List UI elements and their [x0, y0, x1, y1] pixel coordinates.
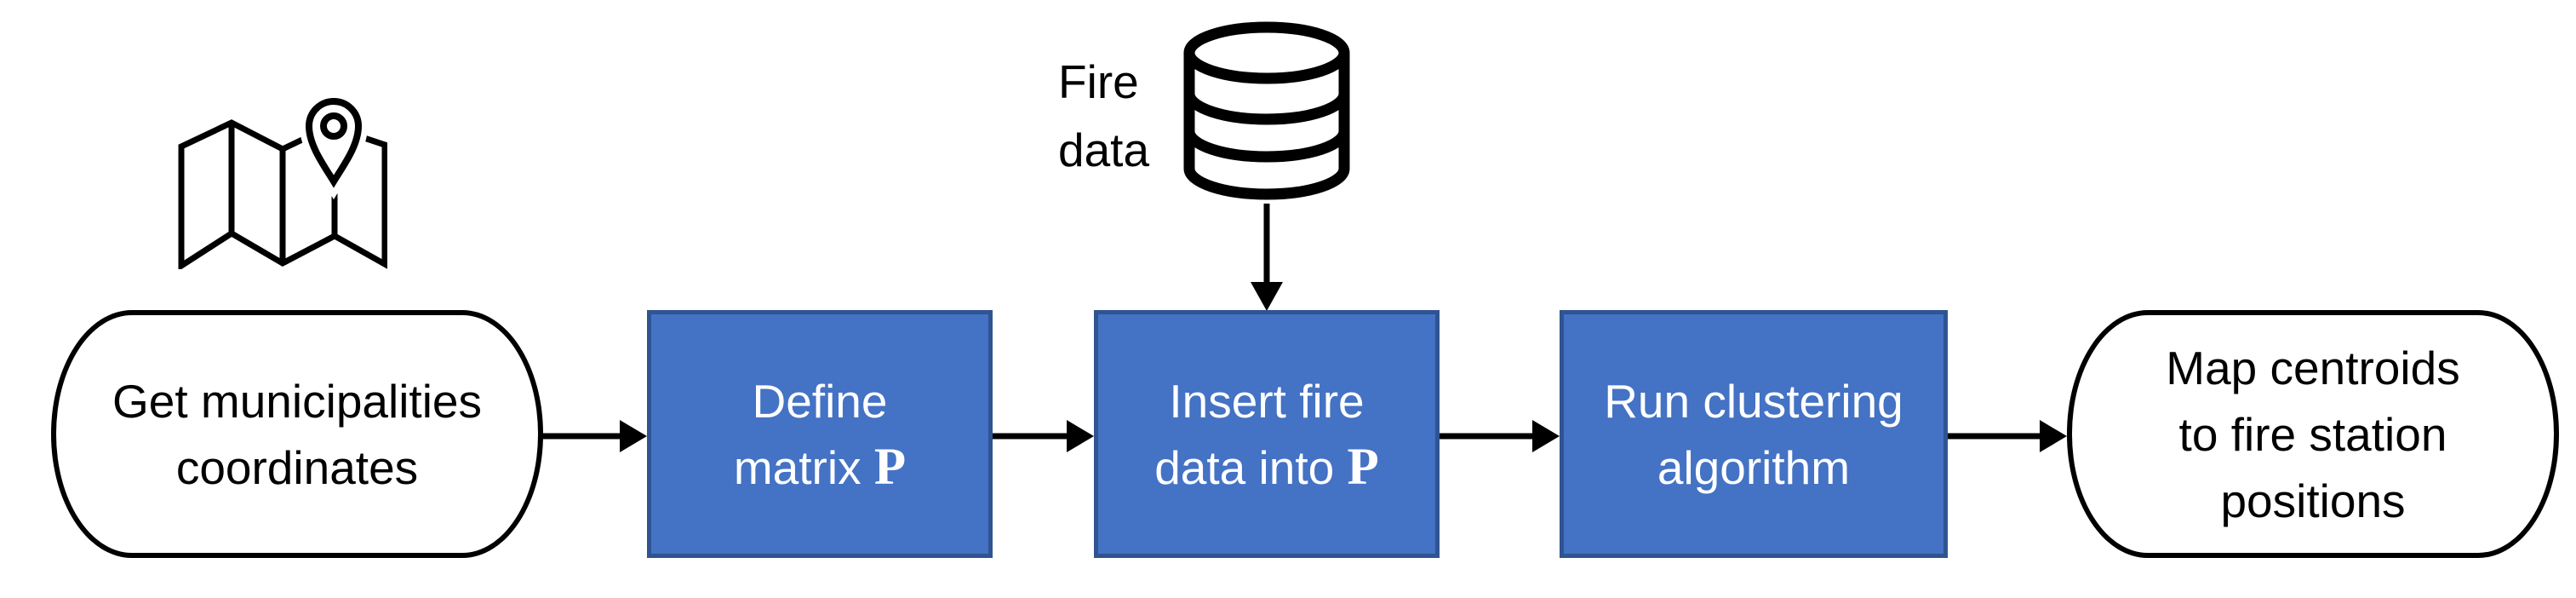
arrow-insert-to-run — [1440, 420, 1560, 452]
arrow-database-to-insert — [1251, 204, 1283, 311]
map-pin-icon — [178, 92, 387, 269]
arrow-run-to-end — [1948, 420, 2067, 452]
arrow-define-to-insert — [993, 420, 1094, 452]
arrow-start-to-define — [541, 420, 647, 452]
database-icon — [1183, 21, 1350, 200]
